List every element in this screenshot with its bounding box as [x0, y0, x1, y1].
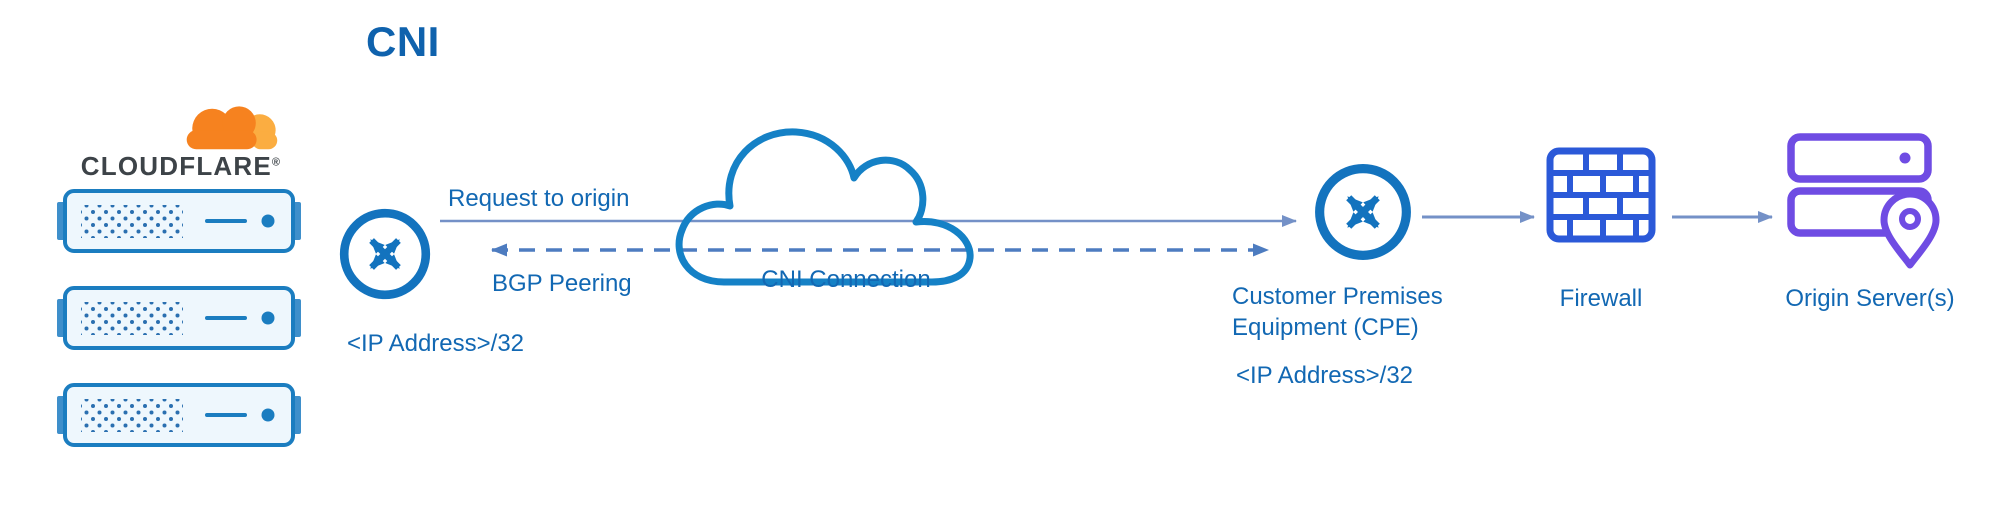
- registered-mark: ®: [271, 156, 282, 169]
- edge-server-icon: [57, 383, 301, 447]
- bgp-peering-label: BGP Peering: [492, 270, 632, 297]
- request-to-origin-label: Request to origin: [448, 185, 630, 212]
- origin-servers-label: Origin Server(s): [1785, 285, 1955, 312]
- edge-server-icon: [57, 189, 301, 253]
- cpe-name-line2: Equipment (CPE): [1232, 314, 1419, 342]
- cni-connection-label: CNI Connection: [761, 266, 931, 293]
- cpe-ip-label: <IP Address>/32: [1236, 362, 1414, 389]
- origin-servers-icon: [1787, 133, 1940, 269]
- firewall-label: Firewall: [1559, 285, 1643, 312]
- cloudflare-wordmark: CLOUDFLARE®: [80, 151, 282, 181]
- diagram-title: CNI: [366, 18, 440, 65]
- cni-cloud-icon: [675, 128, 974, 286]
- edge-router-icon: [339, 208, 431, 300]
- cpe-name: Customer Premises Equipment (CPE): [1232, 281, 1443, 343]
- edge-server-icon: [57, 286, 301, 350]
- edge-server-stack: [57, 189, 301, 447]
- edge-router-ip-label: <IP Address>/32: [347, 330, 525, 357]
- cpe-router-icon: [1315, 164, 1411, 260]
- firewall-icon: [1546, 147, 1656, 243]
- cloudflare-cloud-icon: [186, 106, 278, 150]
- cpe-name-line1: Customer Premises: [1232, 283, 1443, 310]
